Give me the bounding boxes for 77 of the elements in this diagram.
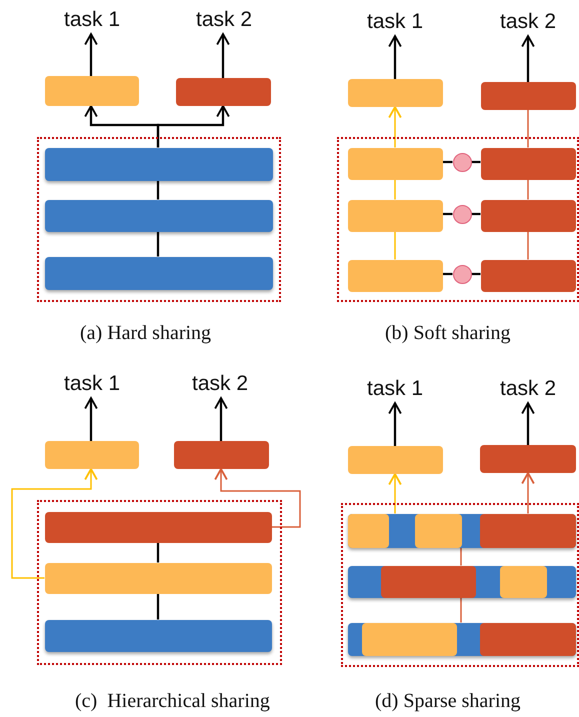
layer-block (44, 620, 272, 652)
task-label: task 1 (60, 372, 124, 398)
layer-block (480, 514, 576, 548)
connector-line (156, 232, 160, 256)
arrow (214, 468, 301, 528)
layer-block (348, 446, 443, 474)
arrow (84, 397, 98, 441)
task-label: task 1 (363, 10, 427, 36)
connector-line (394, 180, 396, 200)
arrow (388, 473, 402, 514)
task-label: task 1 (60, 8, 124, 34)
connector-line (156, 594, 160, 620)
panel-caption: (c) Hierarchical sharing (75, 690, 270, 713)
layer-block (500, 566, 546, 598)
arrow (388, 402, 402, 446)
layer-block (348, 200, 442, 232)
arrow (388, 35, 402, 79)
connector-line (442, 212, 452, 216)
layer-block (44, 148, 272, 180)
layer-block (174, 441, 269, 469)
gating-unit-circle (452, 264, 472, 284)
arrow (214, 397, 228, 441)
arrow (521, 472, 535, 514)
layer-block (348, 514, 388, 548)
arrow (11, 468, 98, 579)
arrow (521, 402, 535, 445)
layer-block (44, 512, 272, 542)
task-label: task 2 (496, 377, 560, 403)
layer-block (44, 562, 272, 594)
arrow (388, 106, 402, 148)
connector-line (394, 232, 396, 260)
connector-line (460, 598, 462, 622)
task-label: task 1 (363, 377, 427, 403)
connector-line (156, 180, 160, 200)
panel-caption: (a) Hard sharing (80, 322, 212, 345)
task-label: task 2 (496, 10, 560, 36)
layer-block (414, 514, 462, 548)
layer-block (44, 200, 272, 232)
layer-block (176, 78, 271, 106)
connector-line (156, 542, 160, 562)
shared-layers-frame (37, 500, 282, 665)
layer-block (45, 76, 139, 106)
layer-block (362, 622, 456, 656)
gating-unit-circle (452, 152, 472, 172)
connector-line (442, 160, 452, 164)
connector-line (527, 232, 529, 260)
arrow (216, 33, 230, 78)
layer-block (348, 148, 442, 180)
arrow (156, 105, 230, 148)
shared-layers-frame (341, 503, 579, 667)
layer-block (480, 445, 576, 473)
shared-layers-frame (337, 137, 579, 302)
connector-line (527, 110, 529, 148)
layer-bar (348, 622, 576, 656)
layer-block (348, 260, 442, 292)
layer-block (480, 148, 576, 180)
task-label: task 2 (188, 372, 252, 398)
layer-block (45, 441, 139, 469)
arrow (521, 35, 535, 82)
layer-block (348, 79, 443, 107)
gating-unit-circle (452, 204, 472, 224)
arrow (84, 33, 98, 76)
layer-block (480, 622, 576, 656)
shared-layers-frame (37, 137, 281, 302)
layer-block (480, 200, 576, 232)
connector-line (460, 548, 462, 566)
layer-block (481, 82, 576, 110)
panel-caption: (b) Soft sharing (385, 322, 511, 345)
layer-block (380, 566, 476, 598)
layer-bar (348, 566, 576, 598)
layer-block (480, 260, 576, 292)
layer-block (44, 256, 272, 290)
panel-caption: (d) Sparse sharing (375, 690, 521, 713)
connector-line (442, 272, 452, 276)
task-label: task 2 (192, 8, 256, 34)
connector-line (527, 180, 529, 200)
layer-bar (348, 514, 576, 548)
